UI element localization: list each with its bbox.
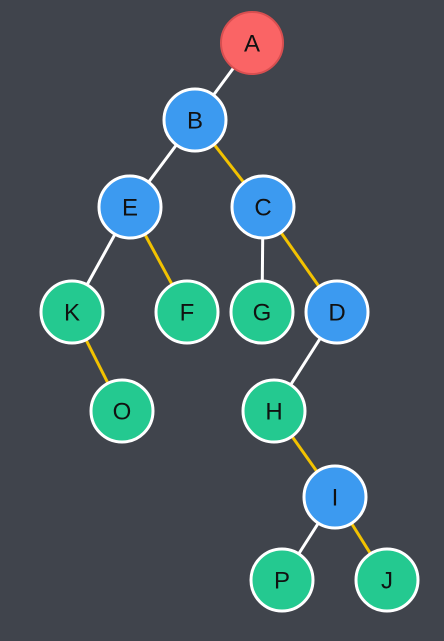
node-circle <box>97 174 163 240</box>
node-label: J <box>381 568 393 595</box>
node-circle <box>229 279 295 345</box>
node-label: H <box>265 399 282 426</box>
node-f: F <box>154 279 220 345</box>
node-b: B <box>162 87 228 153</box>
node-label: O <box>113 399 132 426</box>
node-j: J <box>354 547 420 613</box>
node-a: A <box>220 11 284 75</box>
node-g: G <box>229 279 295 345</box>
node-circle <box>302 464 368 530</box>
node-label: K <box>64 300 80 327</box>
tree-nodes: A B E C K F G D O H I P J <box>39 11 420 613</box>
node-k: K <box>39 279 105 345</box>
node-c: C <box>230 174 296 240</box>
node-label: F <box>180 300 195 327</box>
node-p: P <box>249 547 315 613</box>
node-h: H <box>241 378 307 444</box>
node-label: C <box>254 195 271 222</box>
node-circle <box>354 547 420 613</box>
node-i: I <box>302 464 368 530</box>
node-circle <box>249 547 315 613</box>
node-label: B <box>187 108 203 135</box>
node-label: D <box>328 300 345 327</box>
node-d: D <box>304 279 370 345</box>
node-e: E <box>97 174 163 240</box>
node-label: I <box>332 485 339 512</box>
node-label: A <box>244 31 260 58</box>
node-label: P <box>274 568 290 595</box>
node-circle <box>162 87 228 153</box>
node-circle <box>304 279 370 345</box>
node-circle <box>39 279 105 345</box>
node-circle <box>154 279 220 345</box>
node-circle <box>230 174 296 240</box>
node-label: E <box>122 195 138 222</box>
node-label: G <box>253 300 272 327</box>
node-o: O <box>89 378 155 444</box>
node-circle <box>220 11 284 75</box>
node-circle <box>89 378 155 444</box>
node-circle <box>241 378 307 444</box>
